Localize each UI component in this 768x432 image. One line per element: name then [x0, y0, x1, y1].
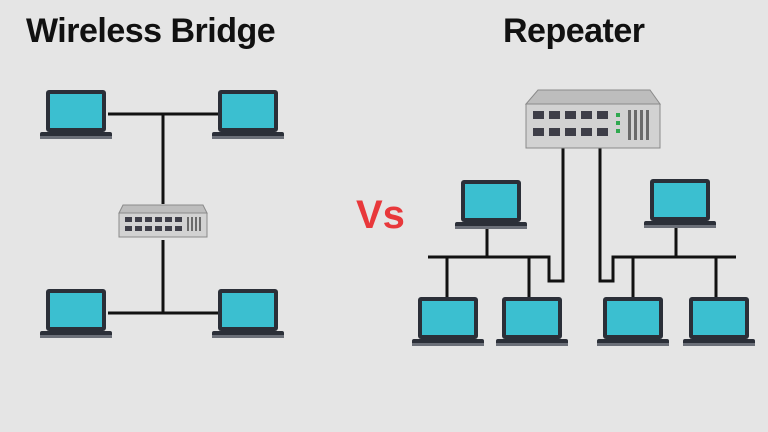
wireless-bridge-title: Wireless Bridge	[26, 12, 276, 50]
bridge-connections	[108, 112, 220, 315]
laptop-icon	[683, 297, 755, 346]
laptop-icon	[644, 179, 716, 228]
laptop-icon	[496, 297, 568, 346]
laptop-icon	[212, 289, 284, 338]
repeater-title: Repeater	[503, 12, 645, 50]
network-hub-icon	[524, 89, 661, 149]
versus-label: Vs	[356, 193, 405, 237]
laptop-icon	[40, 90, 112, 139]
laptop-icon	[455, 180, 527, 229]
network-switch-icon	[118, 204, 208, 238]
laptop-icon	[40, 289, 112, 338]
laptop-icon	[412, 297, 484, 346]
laptop-icon	[597, 297, 669, 346]
laptop-icon	[212, 90, 284, 139]
